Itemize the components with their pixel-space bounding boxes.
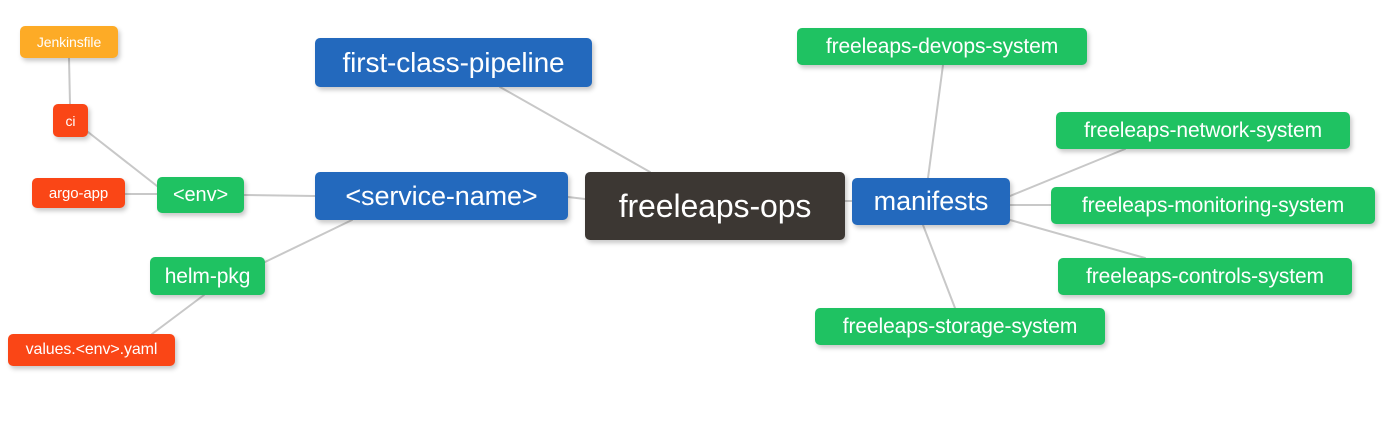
edge-manifests-to-freeleaps-controls-system <box>1009 219 1146 259</box>
edge-values-yaml-to-helm-pkg <box>151 294 205 335</box>
node-freeleaps-controls-system[interactable]: freeleaps-controls-system <box>1058 258 1352 295</box>
node-freeleaps-network-system[interactable]: freeleaps-network-system <box>1056 112 1350 149</box>
node-first-class-pipeline[interactable]: first-class-pipeline <box>315 38 592 87</box>
node-env[interactable]: <env> <box>157 177 244 213</box>
edge-jenkinsfile-to-ci <box>68 57 71 105</box>
node-freeleaps-ops[interactable]: freeleaps-ops <box>585 172 845 240</box>
node-freeleaps-storage-system[interactable]: freeleaps-storage-system <box>815 308 1105 345</box>
edge-ci-to-env <box>87 131 158 187</box>
edge-manifests-to-freeleaps-network-system <box>1009 148 1126 197</box>
node-manifests[interactable]: manifests <box>852 178 1010 225</box>
node-helm-pkg[interactable]: helm-pkg <box>150 257 265 295</box>
node-ci[interactable]: ci <box>53 104 88 137</box>
node-argo-app[interactable]: argo-app <box>32 178 125 208</box>
edge-service-name-to-freeleaps-ops <box>567 196 586 200</box>
edge-manifests-to-freeleaps-devops-system <box>927 64 944 179</box>
node-values-yaml[interactable]: values.<env>.yaml <box>8 334 175 366</box>
edge-helm-pkg-to-service-name <box>264 219 353 263</box>
edge-env-to-service-name <box>243 194 316 197</box>
edge-first-class-pipeline-to-freeleaps-ops <box>499 86 651 173</box>
edge-manifests-to-freeleaps-storage-system <box>922 224 956 309</box>
node-freeleaps-devops-system[interactable]: freeleaps-devops-system <box>797 28 1087 65</box>
node-freeleaps-monitoring-system[interactable]: freeleaps-monitoring-system <box>1051 187 1375 224</box>
node-jenkinsfile[interactable]: Jenkinsfile <box>20 26 118 58</box>
node-service-name[interactable]: <service-name> <box>315 172 568 220</box>
